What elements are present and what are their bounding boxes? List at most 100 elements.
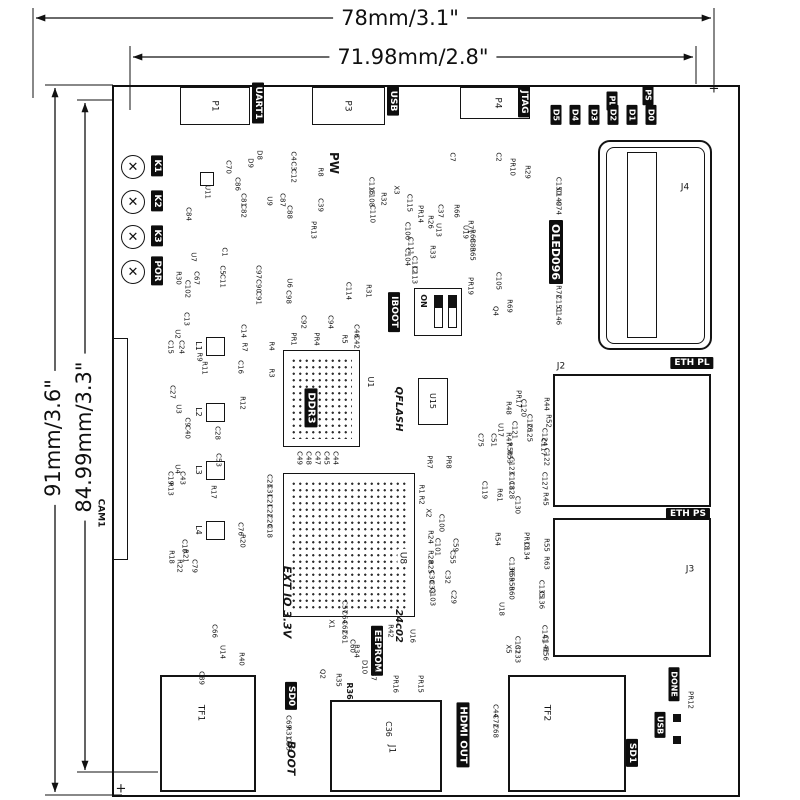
label-l3: L3 bbox=[194, 465, 203, 475]
silk-c7: C7 bbox=[448, 152, 457, 162]
silk-u16: U16 bbox=[408, 628, 417, 644]
silk-c87: C87 bbox=[278, 193, 287, 207]
silk-pr1: PR1 bbox=[289, 332, 298, 346]
inductor-l3 bbox=[206, 461, 225, 480]
label-c36: C36 bbox=[384, 721, 393, 737]
ddr3-bga-chip bbox=[283, 350, 360, 447]
label-usb-top: USB bbox=[387, 86, 399, 116]
silk-pr19: PR19 bbox=[466, 277, 475, 295]
silk-r34: R34 bbox=[352, 644, 361, 658]
label-cam1: CAM1 bbox=[95, 498, 106, 528]
silk-u13: U13 bbox=[434, 222, 443, 238]
silk-c110: C110 bbox=[368, 204, 377, 224]
silk-r24: R24 bbox=[426, 530, 435, 544]
label-p4: P4 bbox=[492, 97, 503, 109]
silk-u7: U7 bbox=[189, 252, 198, 262]
silk-r7: R7 bbox=[240, 342, 249, 352]
label-sd1: SD1 bbox=[626, 738, 638, 768]
eth-pl-connector-j2 bbox=[553, 374, 711, 507]
label-ext-io-3v3: EXT IO 3.3V bbox=[280, 565, 294, 639]
silk-c53: C53 bbox=[214, 453, 223, 467]
silk-c44: C44 bbox=[331, 451, 340, 465]
silk-c39: C39 bbox=[316, 198, 325, 212]
label-j1: J1 bbox=[386, 744, 397, 754]
silk-c134: C134 bbox=[522, 541, 531, 561]
label-done: DONE bbox=[668, 667, 680, 701]
silk-c125: C125 bbox=[525, 423, 534, 443]
dim-height-outer: 91mm/3.6" bbox=[41, 371, 65, 505]
cam1-connector bbox=[113, 338, 128, 560]
silk-c88: C88 bbox=[285, 205, 294, 219]
silk-pr10: PR10 bbox=[508, 158, 517, 176]
label-led-d3: D3 bbox=[588, 104, 600, 126]
hdmi-connector-j1 bbox=[330, 700, 442, 792]
label-led-d0: D0 bbox=[645, 104, 657, 126]
tf2-card-slot bbox=[508, 675, 626, 792]
silk-r5: R5 bbox=[340, 334, 349, 344]
silk-c42: C42 bbox=[352, 335, 361, 349]
silk-u6: U6 bbox=[285, 278, 294, 288]
label-led-d4: D4 bbox=[569, 104, 581, 126]
silk-r33: R33 bbox=[428, 245, 437, 259]
label-pw: PW bbox=[327, 151, 341, 175]
label-u15: U15 bbox=[428, 392, 437, 410]
button-k2: ✕ bbox=[121, 190, 145, 214]
silk-r29: R29 bbox=[523, 165, 532, 179]
silk-r52: R52 bbox=[544, 414, 553, 428]
silk-r36: R36 bbox=[345, 682, 354, 700]
silk-c113: C113 bbox=[410, 265, 419, 285]
silk-pr4: PR4 bbox=[312, 332, 321, 346]
silk-c105: C105 bbox=[494, 271, 503, 291]
silk-c102: C102 bbox=[183, 279, 192, 299]
label-oled096: OLED096 bbox=[549, 220, 563, 284]
silk-r31: R31 bbox=[364, 284, 373, 298]
label-24c02: 24c02 bbox=[393, 609, 404, 643]
dim-width-inner: 71.98mm/2.8" bbox=[329, 45, 497, 69]
silk-c127: C127 bbox=[540, 471, 549, 491]
silk-r69: R69 bbox=[505, 299, 514, 313]
label-u8: U8 bbox=[397, 548, 408, 568]
silk-c103: C103 bbox=[428, 587, 437, 607]
silk-c47: C47 bbox=[313, 451, 322, 465]
silk-r11: R11 bbox=[200, 361, 209, 375]
label-ddr3: DDR3 bbox=[304, 388, 318, 428]
silk-c67: C67 bbox=[192, 271, 201, 285]
silk-r26: R26 bbox=[426, 215, 435, 229]
silk-r18: R18 bbox=[167, 550, 176, 564]
silk-r20: R20 bbox=[238, 534, 247, 548]
pushbutton-icon: ✕ bbox=[127, 229, 139, 245]
button-k1: ✕ bbox=[121, 155, 145, 179]
silk-c32: C32 bbox=[443, 570, 452, 584]
silk-c45: C45 bbox=[322, 451, 331, 465]
silk-c114: C114 bbox=[344, 281, 353, 301]
silk-c84: C84 bbox=[184, 207, 193, 221]
silk-pr7: PR7 bbox=[425, 455, 434, 469]
label-por: POR bbox=[151, 256, 163, 286]
label-jtag: JTAG bbox=[518, 86, 530, 118]
silk-r12: R12 bbox=[238, 396, 247, 410]
silk-c104: C104 bbox=[403, 247, 412, 267]
switch-nub bbox=[434, 295, 443, 308]
fiducial-top-right: + bbox=[708, 81, 720, 97]
silk-c130: C130 bbox=[513, 495, 522, 515]
silk-c79: C79 bbox=[190, 559, 199, 573]
silk-x5: X5 bbox=[504, 644, 513, 654]
silk-d9: D9 bbox=[246, 158, 255, 168]
usb-connector-p3 bbox=[312, 87, 385, 125]
silk-c115: C115 bbox=[405, 193, 414, 213]
silk-c66: C66 bbox=[210, 624, 219, 638]
silk-c40: C40 bbox=[183, 425, 192, 439]
inductor-l1 bbox=[206, 337, 225, 356]
silk-c27: C27 bbox=[168, 385, 177, 399]
silk-pr13: PR13 bbox=[309, 221, 318, 239]
label-j4: J4 bbox=[680, 182, 690, 193]
silk-u17: U17 bbox=[496, 422, 505, 438]
silk-x3: X3 bbox=[392, 185, 401, 195]
silk-c18: C18 bbox=[265, 524, 274, 538]
label-k1: K1 bbox=[151, 155, 163, 177]
silk-q2: Q2 bbox=[318, 669, 327, 679]
label-led-d2: D2 bbox=[607, 104, 619, 126]
label-usb-bottom: USB bbox=[654, 711, 666, 739]
silk-c94: C94 bbox=[326, 315, 335, 329]
